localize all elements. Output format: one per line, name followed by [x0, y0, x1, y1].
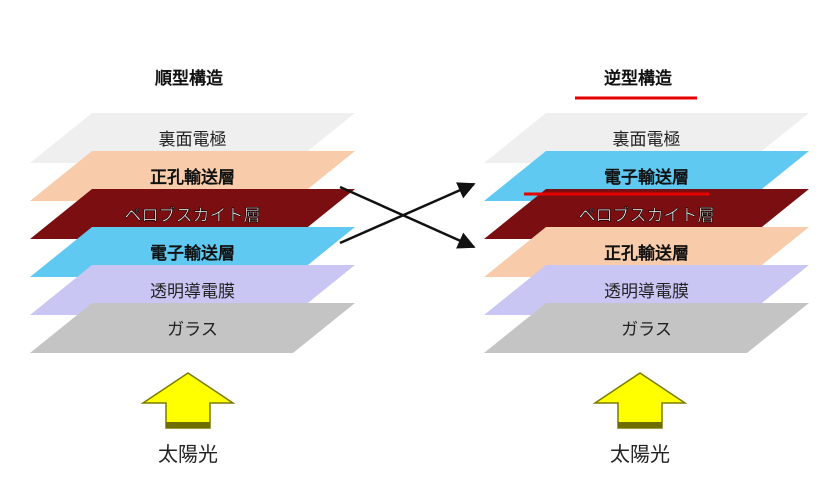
left-layer-2-label: 正孔輸送層 [150, 167, 235, 188]
left-layer-1-shape [30, 113, 355, 163]
left-up-arrow-icon [140, 372, 236, 429]
right-layer-2-label: 電子輸送層 [604, 167, 689, 188]
right-layer-5-label: 透明導電膜 [604, 282, 689, 302]
left-layer-2-shape [30, 151, 355, 201]
right-layer-3-shape [484, 189, 809, 239]
right-layer-5-shape [484, 265, 809, 315]
right-layer-1-shape [484, 113, 809, 163]
left-layer-6-shape [30, 303, 355, 353]
right-up-arrow-icon [592, 372, 688, 429]
cross-arrows-icon [339, 182, 476, 249]
left-layer-6-label: ガラス [167, 320, 218, 340]
right-layer-6-shape [484, 303, 809, 353]
left-layer-3-label: ペロブスカイト層 [125, 205, 261, 226]
right-layer-3-label: ペロブスカイト層 [579, 205, 715, 226]
left-layer-4-label: 電子輸送層 [150, 243, 235, 264]
right-sunlight-label: 太陽光 [610, 442, 670, 466]
right-layer-6-label: ガラス [621, 320, 672, 340]
left-sunlight-label: 太陽光 [158, 442, 218, 466]
right-layer-2-shape [484, 151, 809, 201]
left-layer-5-shape [30, 265, 355, 315]
right-stack-title: 逆型構造 [604, 68, 673, 89]
right-layer-1-label: 裏面電極 [613, 129, 681, 150]
left-stack-title: 順型構造 [155, 68, 224, 89]
right-layer-4-shape [484, 227, 809, 277]
right-layer-4-label: 正孔輸送層 [604, 243, 689, 264]
left-layer-4-shape [30, 227, 355, 277]
left-layer-1-label: 裏面電極 [159, 129, 227, 150]
left-layer-5-label: 透明導電膜 [150, 282, 235, 302]
left-layer-3-shape [30, 189, 355, 239]
